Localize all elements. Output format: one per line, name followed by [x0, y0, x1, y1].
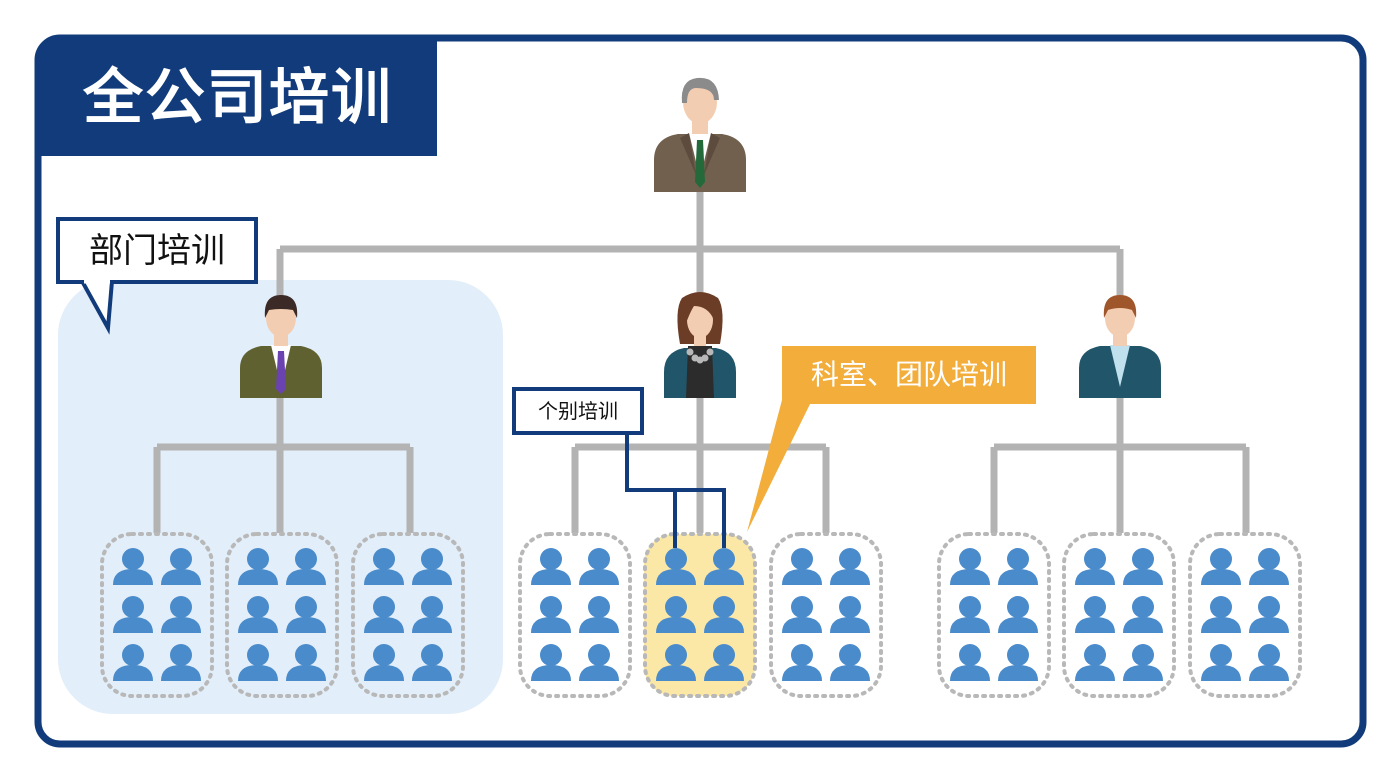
manager-man-icon-right [1079, 295, 1161, 398]
member-group [225, 532, 339, 698]
group-border [1188, 532, 1302, 698]
person-icon [656, 596, 696, 633]
person-icon [113, 548, 153, 585]
group-border [351, 532, 465, 698]
member-group [518, 532, 632, 698]
manager-man-icon-left [240, 295, 322, 398]
person-icon [238, 644, 278, 681]
person-icon [704, 644, 744, 681]
person-icon [830, 548, 870, 585]
member-group [643, 532, 757, 698]
person-icon [531, 548, 571, 585]
person-icon [113, 596, 153, 633]
person-icon [1201, 644, 1241, 681]
group-border [100, 532, 214, 698]
person-icon [1075, 596, 1115, 633]
group-border [769, 532, 883, 698]
person-icon [286, 644, 326, 681]
individual-training-label: 个别培训 [538, 399, 618, 423]
person-icon [1201, 548, 1241, 585]
manager-woman-icon [664, 292, 736, 398]
member-group [937, 532, 1051, 698]
person-icon [579, 596, 619, 633]
person-icon [998, 548, 1038, 585]
person-icon [238, 548, 278, 585]
person-icon [1123, 644, 1163, 681]
group-border [937, 532, 1051, 698]
person-icon [1123, 596, 1163, 633]
executive-man-icon [654, 77, 746, 192]
member-group [100, 532, 214, 698]
person-icon [704, 596, 744, 633]
page-title: 全公司培训 [83, 63, 393, 133]
group-border [643, 532, 757, 698]
person-icon [364, 644, 404, 681]
person-icon [950, 548, 990, 585]
person-icon [998, 644, 1038, 681]
person-icon [412, 596, 452, 633]
person-icon [830, 644, 870, 681]
individual-connector [625, 432, 726, 548]
group-border [518, 532, 632, 698]
person-icon [782, 548, 822, 585]
person-icon [782, 596, 822, 633]
person-icon [1249, 644, 1289, 681]
member-group [351, 532, 465, 698]
person-icon [830, 596, 870, 633]
person-icon [998, 596, 1038, 633]
section-team-training-label: 科室、团队培训 [810, 358, 1007, 391]
person-icon [1075, 644, 1115, 681]
person-icon [286, 596, 326, 633]
person-icon [531, 644, 571, 681]
person-icon [1201, 596, 1241, 633]
person-icon [412, 644, 452, 681]
member-groups [100, 532, 1302, 698]
group-border [225, 532, 339, 698]
person-icon [161, 644, 201, 681]
person-icon [161, 548, 201, 585]
member-group [769, 532, 883, 698]
person-icon [704, 548, 744, 585]
title-banner [38, 38, 437, 156]
person-icon [286, 548, 326, 585]
person-icon [656, 644, 696, 681]
person-icon [113, 644, 153, 681]
person-icon [1249, 596, 1289, 633]
individual-callout [512, 387, 644, 435]
person-icon [579, 644, 619, 681]
person-icon [1075, 548, 1115, 585]
person-icon [579, 548, 619, 585]
person-icon [1123, 548, 1163, 585]
person-icon [364, 548, 404, 585]
person-icon [412, 548, 452, 585]
team-callout [747, 346, 1036, 532]
department-training-label: 部门培训 [89, 231, 225, 271]
person-icon [782, 644, 822, 681]
person-icon [238, 596, 278, 633]
member-group [1188, 532, 1302, 698]
group-border [1062, 532, 1176, 698]
person-icon [1249, 548, 1289, 585]
person-icon [531, 596, 571, 633]
person-icon [950, 596, 990, 633]
person-icon [656, 548, 696, 585]
department-callout [56, 217, 258, 335]
person-icon [161, 596, 201, 633]
person-icon [950, 644, 990, 681]
member-group [1062, 532, 1176, 698]
person-icon [364, 596, 404, 633]
